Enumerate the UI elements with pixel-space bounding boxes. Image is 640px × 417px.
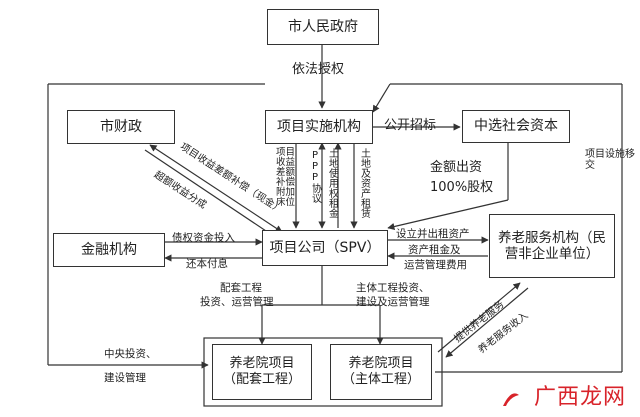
spv-box: 项目公司（SPV） bbox=[262, 230, 388, 266]
supporting-project-box: 养老院项目 （配套工程） bbox=[212, 344, 312, 400]
government-box: 市人民政府 bbox=[267, 9, 379, 45]
label-main-invest-2: 建设及运营管理 bbox=[356, 296, 430, 308]
watermark-logo-icon bbox=[503, 393, 519, 406]
label-main-invest-1: 主体工程投资、 bbox=[356, 282, 430, 294]
finance-bureau-box: 市财政 bbox=[67, 110, 175, 144]
label-land-lease: 土地及资产租赁 bbox=[358, 148, 370, 218]
label-equity-2: 100%股权 bbox=[430, 180, 494, 195]
label-ppp-agreement: PPP协议 bbox=[309, 150, 321, 203]
supporting-project-subtitle: （配套工程） bbox=[222, 372, 301, 387]
label-repay: 还本付息 bbox=[186, 258, 228, 270]
label-central-1: 中央投资、 bbox=[104, 348, 157, 360]
label-authorize: 依法授权 bbox=[292, 62, 345, 77]
label-tender: 公开招标 bbox=[384, 118, 437, 133]
label-support-invest-2: 投资、运营管理 bbox=[200, 296, 274, 308]
main-project-title: 养老院项目 bbox=[348, 356, 414, 372]
label-debt-in: 债权资金投入 bbox=[172, 232, 235, 244]
label-equity-1: 金额出资 bbox=[430, 160, 483, 175]
main-project-box: 养老院项目 （主体工程） bbox=[330, 344, 432, 400]
label-central-2: 建设管理 bbox=[104, 372, 146, 384]
label-transfer: 项目设施移交 bbox=[585, 149, 635, 171]
label-lease-out-3: 运营管理费用 bbox=[404, 259, 467, 271]
label-lease-out-2: 资产租金及 bbox=[408, 244, 461, 256]
social-capital-box: 中选社会资本 bbox=[462, 110, 570, 143]
implementer-box: 项目实施机构 bbox=[265, 110, 373, 144]
label-gap-fill: 项目收益差额补偿附加床位 bbox=[276, 147, 296, 208]
label-support-invest-1: 配套工程 bbox=[220, 282, 262, 294]
label-lease-out-1: 设立并出租资产 bbox=[396, 228, 470, 240]
label-land-rent: 土地使用权租金 bbox=[326, 148, 338, 218]
main-project-subtitle: （主体工程） bbox=[341, 372, 420, 387]
financial-institution-box: 金融机构 bbox=[53, 233, 165, 267]
elderly-service-box: 养老服务机构（民营非企业单位） bbox=[489, 214, 615, 278]
watermark-text: 广西龙网 bbox=[533, 385, 626, 410]
supporting-project-title: 养老院项目 bbox=[229, 356, 295, 372]
